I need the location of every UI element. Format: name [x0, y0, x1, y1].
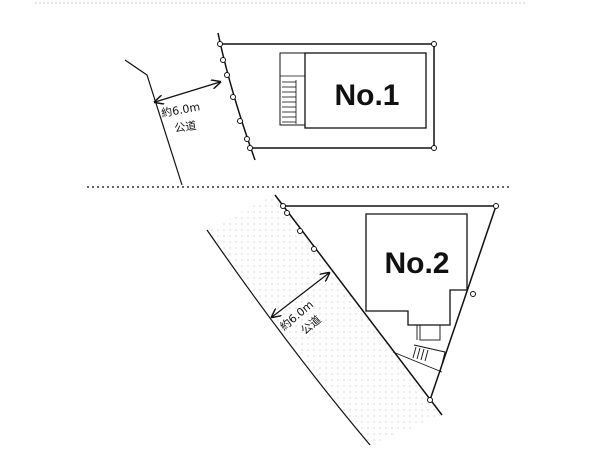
road-1-type: 公道 — [173, 118, 197, 135]
road-2-width-arrow — [272, 273, 329, 317]
road-1-outer-edge — [124, 59, 183, 186]
road-1-inner-edge — [217, 32, 256, 161]
road-1-width: 約6.0m — [160, 99, 201, 120]
lot-1: No.1 約6.0m 公道 — [124, 32, 437, 186]
lot-1-label: No.1 — [334, 79, 399, 112]
lot-1-boundary — [220, 43, 435, 149]
lot-2: No.2 約6.0m 公道 — [206, 194, 499, 446]
road-2-outer-edge — [206, 229, 371, 446]
stairs-1 — [279, 52, 306, 126]
road-2-area — [207, 195, 442, 445]
building-2 — [365, 213, 468, 326]
lot-2-label: No.2 — [384, 247, 449, 280]
road-1-width-arrow — [155, 82, 220, 102]
